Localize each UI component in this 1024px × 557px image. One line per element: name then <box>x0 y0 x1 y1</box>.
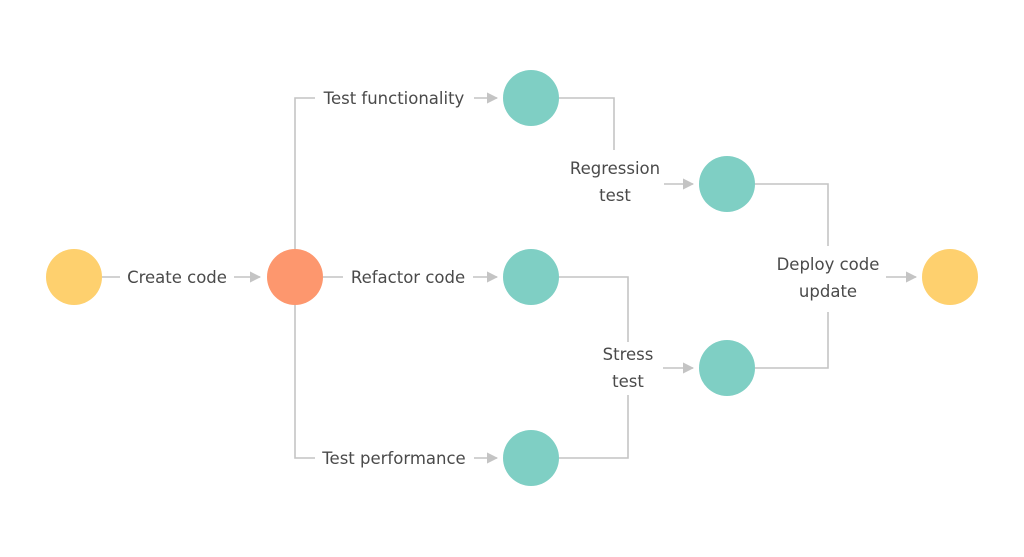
node-test-performance <box>503 430 559 486</box>
label-test-performance: Test performance <box>321 449 465 468</box>
connector-refactor-to-stress <box>559 276 629 342</box>
label-create-code: Create code <box>127 268 227 287</box>
label-regression-test-line1: Regression <box>570 159 660 178</box>
labels: Create code Test functionality Refactor … <box>127 89 879 468</box>
nodes <box>46 70 978 486</box>
label-refactor-code: Refactor code <box>351 268 465 287</box>
connector-hub-to-performance <box>294 305 315 459</box>
node-hub <box>267 249 323 305</box>
connector-performance-to-stress <box>559 395 629 459</box>
label-stress-test-line1: Stress <box>603 345 654 364</box>
connector-functionality-to-regression <box>559 97 615 150</box>
label-test-functionality: Test functionality <box>323 89 465 108</box>
label-stress-test-line2: test <box>612 372 644 391</box>
node-stress-test <box>699 340 755 396</box>
connector-stress-to-end <box>755 312 829 369</box>
node-test-functionality <box>503 70 559 126</box>
label-deploy-code-update-line1: Deploy code <box>777 255 880 274</box>
label-deploy-code-update-line2: update <box>799 282 857 301</box>
connectors <box>102 92 918 464</box>
connector-hub-to-functionality <box>294 97 315 249</box>
node-end <box>922 249 978 305</box>
label-regression-test-line2: test <box>599 186 631 205</box>
node-refactor-code <box>503 249 559 305</box>
node-regression-test <box>699 156 755 212</box>
node-start <box>46 249 102 305</box>
connector-regression-to-end <box>755 183 829 246</box>
